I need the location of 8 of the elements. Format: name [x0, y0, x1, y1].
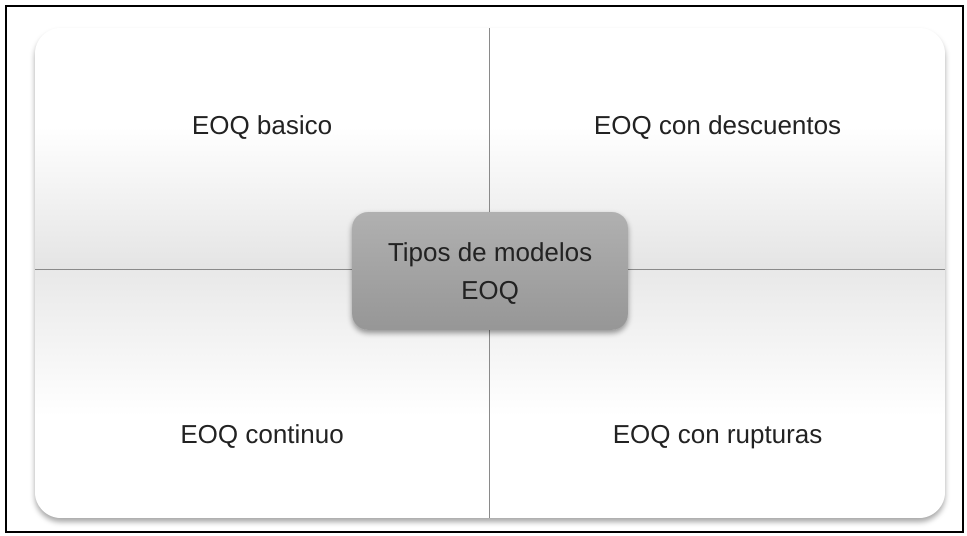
node-label: EOQ basico	[192, 109, 332, 142]
node-label: EOQ con descuentos	[594, 109, 842, 142]
node-label: Tipos de modelos EOQ	[386, 236, 594, 307]
quadrant-panel	[490, 28, 945, 270]
node-label: EOQ con rupturas	[612, 418, 822, 451]
center-box	[352, 212, 628, 330]
quadrant-panel	[35, 28, 490, 270]
node-label: EOQ continuo	[180, 418, 344, 451]
